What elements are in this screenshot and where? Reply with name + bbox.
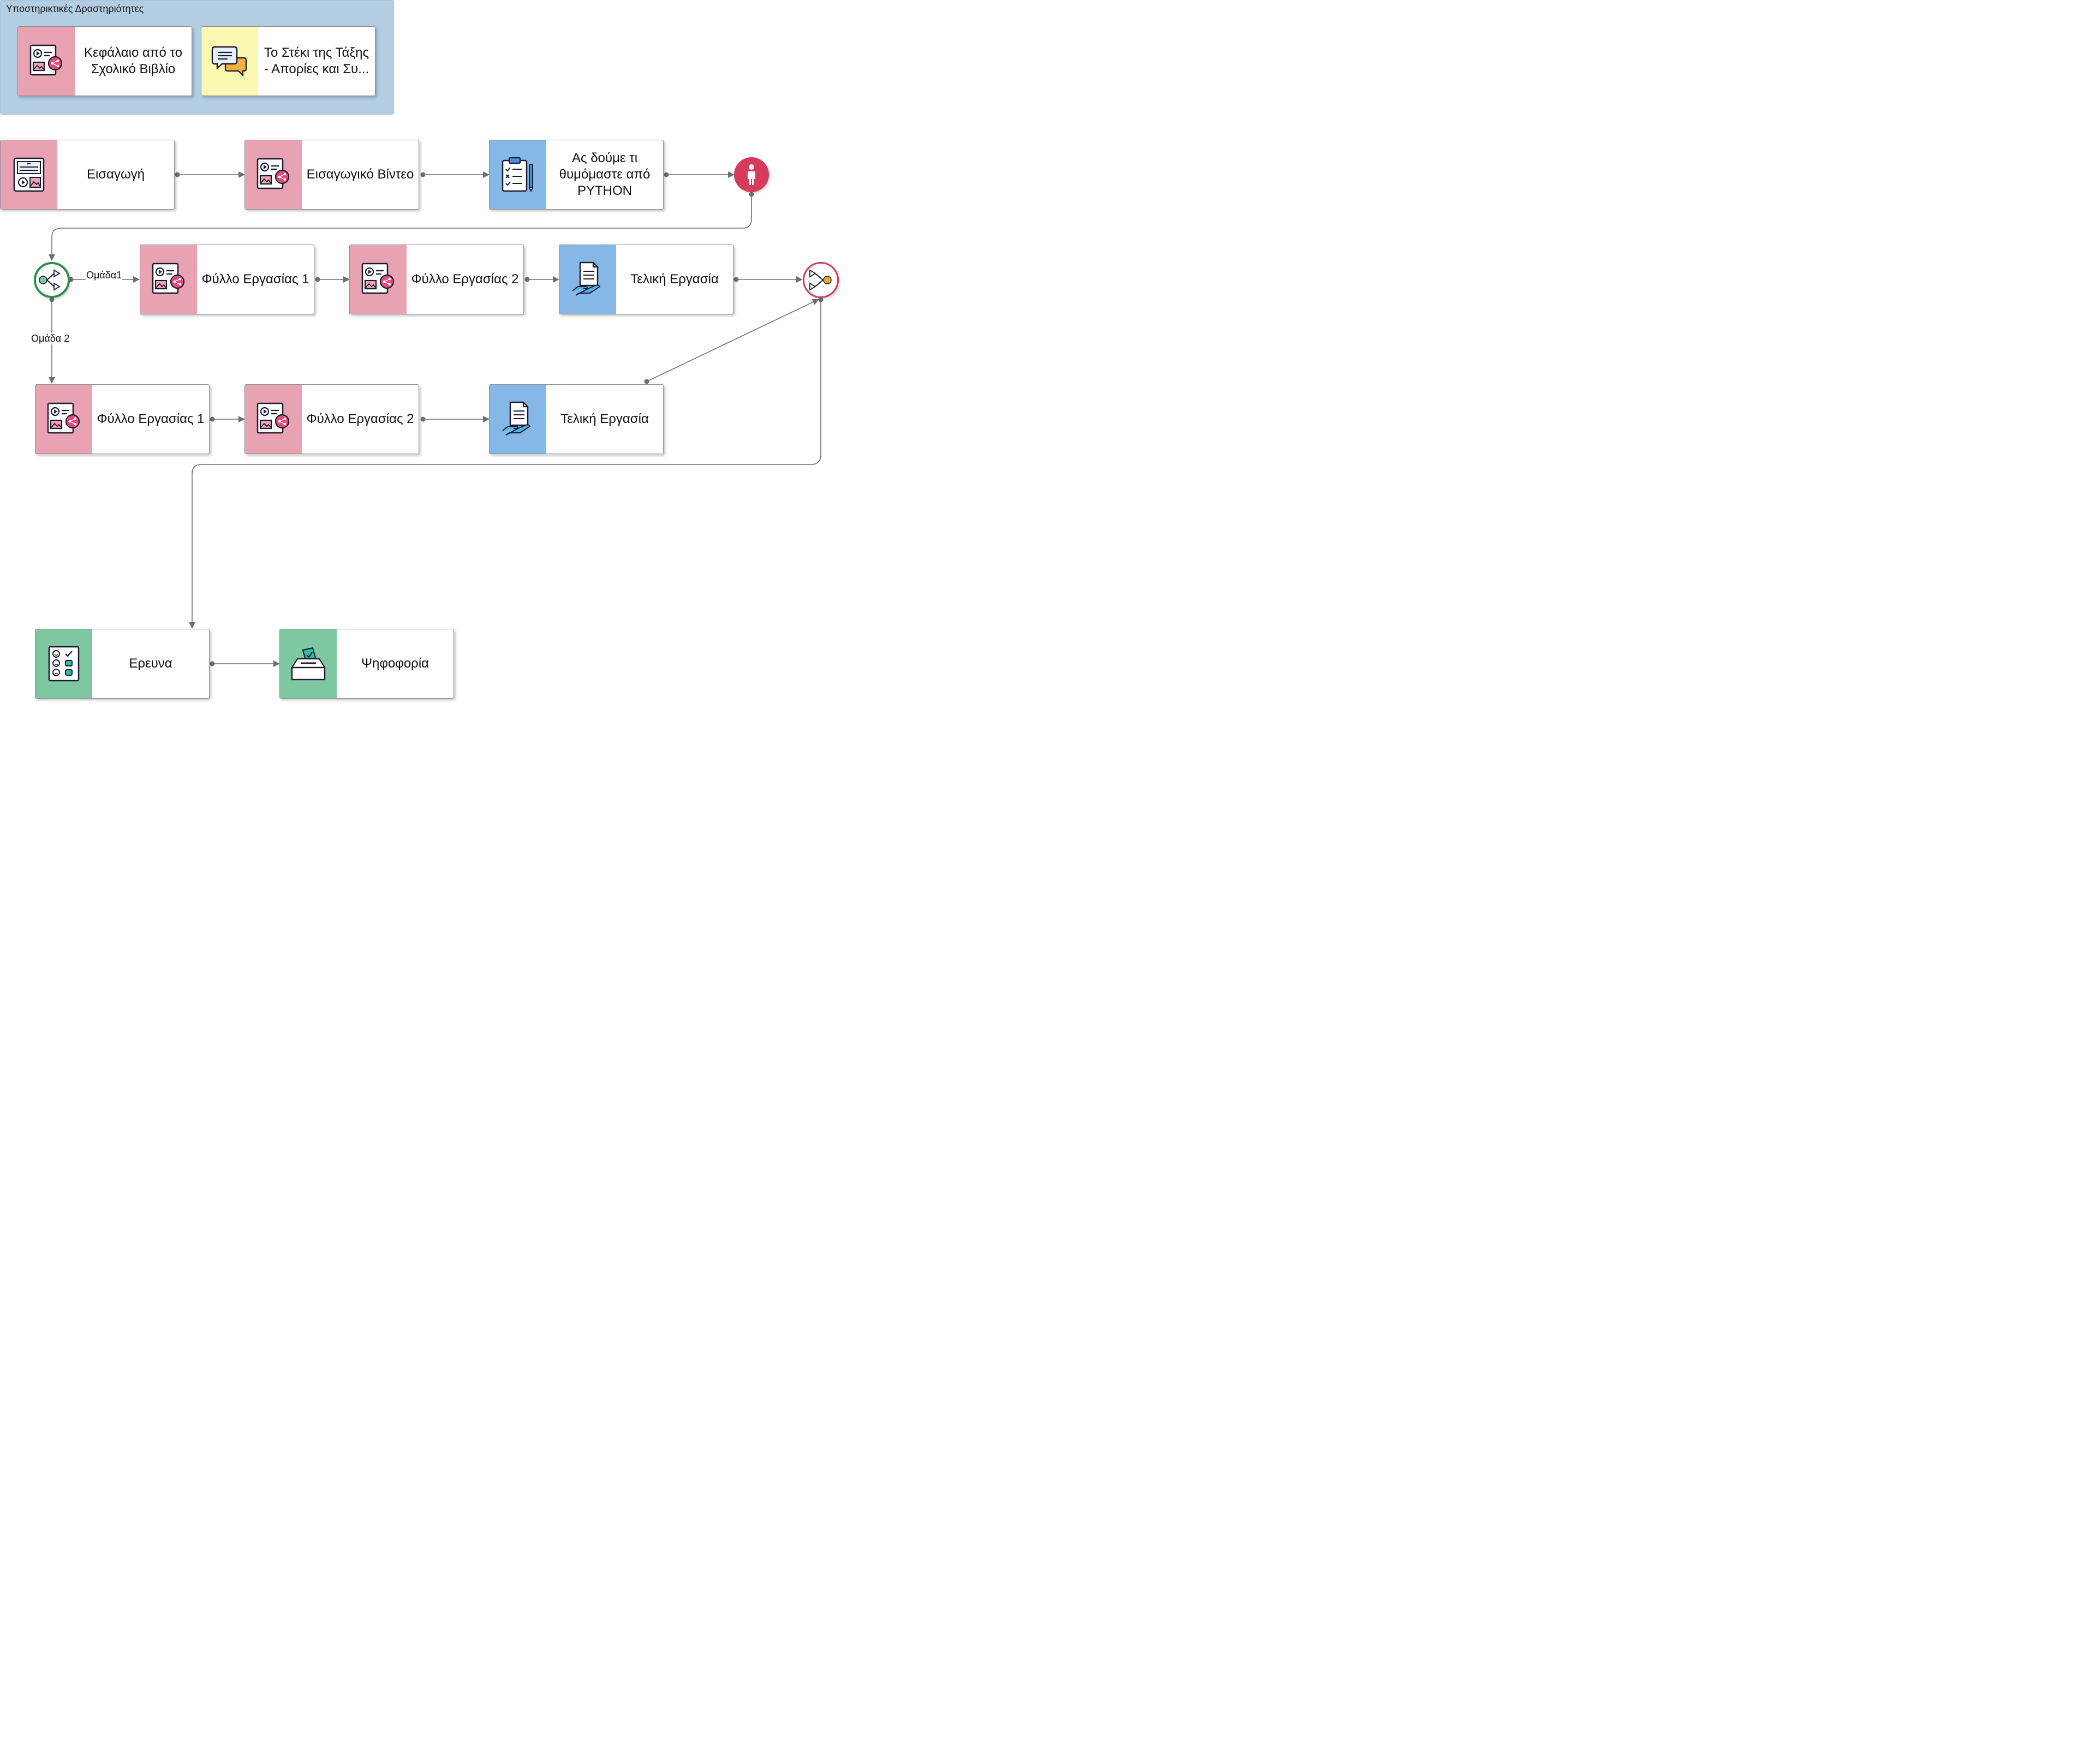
person-icon: [748, 164, 755, 185]
node-survey[interactable]: Ερευνα: [35, 629, 210, 699]
node-label: Φύλλο Εργασίας 1: [201, 272, 309, 287]
node-label: Ερευνα: [129, 656, 172, 671]
presentation-media-icon: [1, 140, 57, 209]
node-intro[interactable]: Εισαγωγή: [0, 140, 175, 210]
node-group1-worksheet-2[interactable]: Φύλλο Εργασίας 2: [349, 245, 524, 314]
fork-icon: [39, 269, 61, 291]
node-label: Φύλλο Εργασίας 2: [306, 412, 414, 426]
node-group2-worksheet-2[interactable]: Φύλλο Εργασίας 2: [244, 384, 419, 454]
person-end-marker[interactable]: [734, 157, 769, 192]
multimedia-share-icon: [245, 385, 302, 454]
edge-label-group1: Ομάδα1: [86, 270, 123, 281]
multimedia-share-icon: [35, 385, 92, 454]
node-group1-final-task[interactable]: Τελική Εργασία: [559, 245, 733, 314]
clipboard-checklist-icon: [490, 140, 546, 209]
node-label: Κεφάλαιο από το Σχολικό Βιβλίο: [84, 45, 182, 76]
support-node-textbook[interactable]: Κεφάλαιο από το Σχολικό Βιβλίο: [17, 26, 192, 96]
node-group1-worksheet-1[interactable]: Φύλλο Εργασίας 1: [140, 245, 314, 314]
node-group2-final-task[interactable]: Τελική Εργασία: [489, 384, 664, 454]
node-python-quiz[interactable]: Ας δούμε τι θυμόμαστε από PYTHON: [489, 140, 664, 210]
join-icon: [809, 269, 832, 291]
edge-label-group2: Ομάδα 2: [31, 333, 70, 344]
join-merge-node[interactable]: [803, 262, 839, 298]
node-label: Φύλλο Εργασίας 1: [97, 412, 205, 426]
multimedia-share-icon: [140, 245, 197, 314]
node-label: Τελική Εργασία: [560, 412, 649, 426]
group-title: Υποστηρικτικές Δραστηριότητες: [6, 3, 144, 14]
node-label: Τελική Εργασία: [630, 272, 719, 287]
fork-split-node[interactable]: [34, 262, 70, 298]
node-group2-worksheet-1[interactable]: Φύλλο Εργασίας 1: [35, 384, 210, 454]
node-label: Εισαγωγή: [86, 167, 145, 182]
edge-join-survey: [189, 300, 821, 629]
multimedia-share-icon: [245, 140, 302, 209]
node-label: Ας δούμε τι θυμόμαστε από PYTHON: [559, 151, 651, 198]
node-intro-video[interactable]: Εισαγωγικό Βίντεο: [244, 140, 419, 210]
hand-document-icon: [559, 245, 616, 314]
chat-bubbles-icon: [201, 27, 258, 96]
multimedia-share-icon: [350, 245, 407, 314]
ballot-box-icon: [280, 629, 337, 698]
node-label: Το Στέκι της Τάξης - Απορίες και Συ...: [264, 45, 369, 76]
node-label: Εισαγωγικό Βίντεο: [306, 167, 414, 182]
edge-g2final-join: [646, 299, 819, 382]
diagram-connectors: [49, 171, 824, 667]
survey-form-icon: [35, 629, 92, 698]
node-vote[interactable]: Ψηφοφορία: [279, 629, 454, 699]
node-label: Φύλλο Εργασίας 2: [411, 272, 519, 287]
hand-document-icon: [490, 385, 546, 454]
edge-person-fork: [49, 194, 752, 261]
multimedia-share-icon: [18, 27, 75, 96]
support-node-class-forum[interactable]: Το Στέκι της Τάξης - Απορίες και Συ...: [201, 26, 375, 96]
node-label: Ψηφοφορία: [361, 656, 429, 671]
